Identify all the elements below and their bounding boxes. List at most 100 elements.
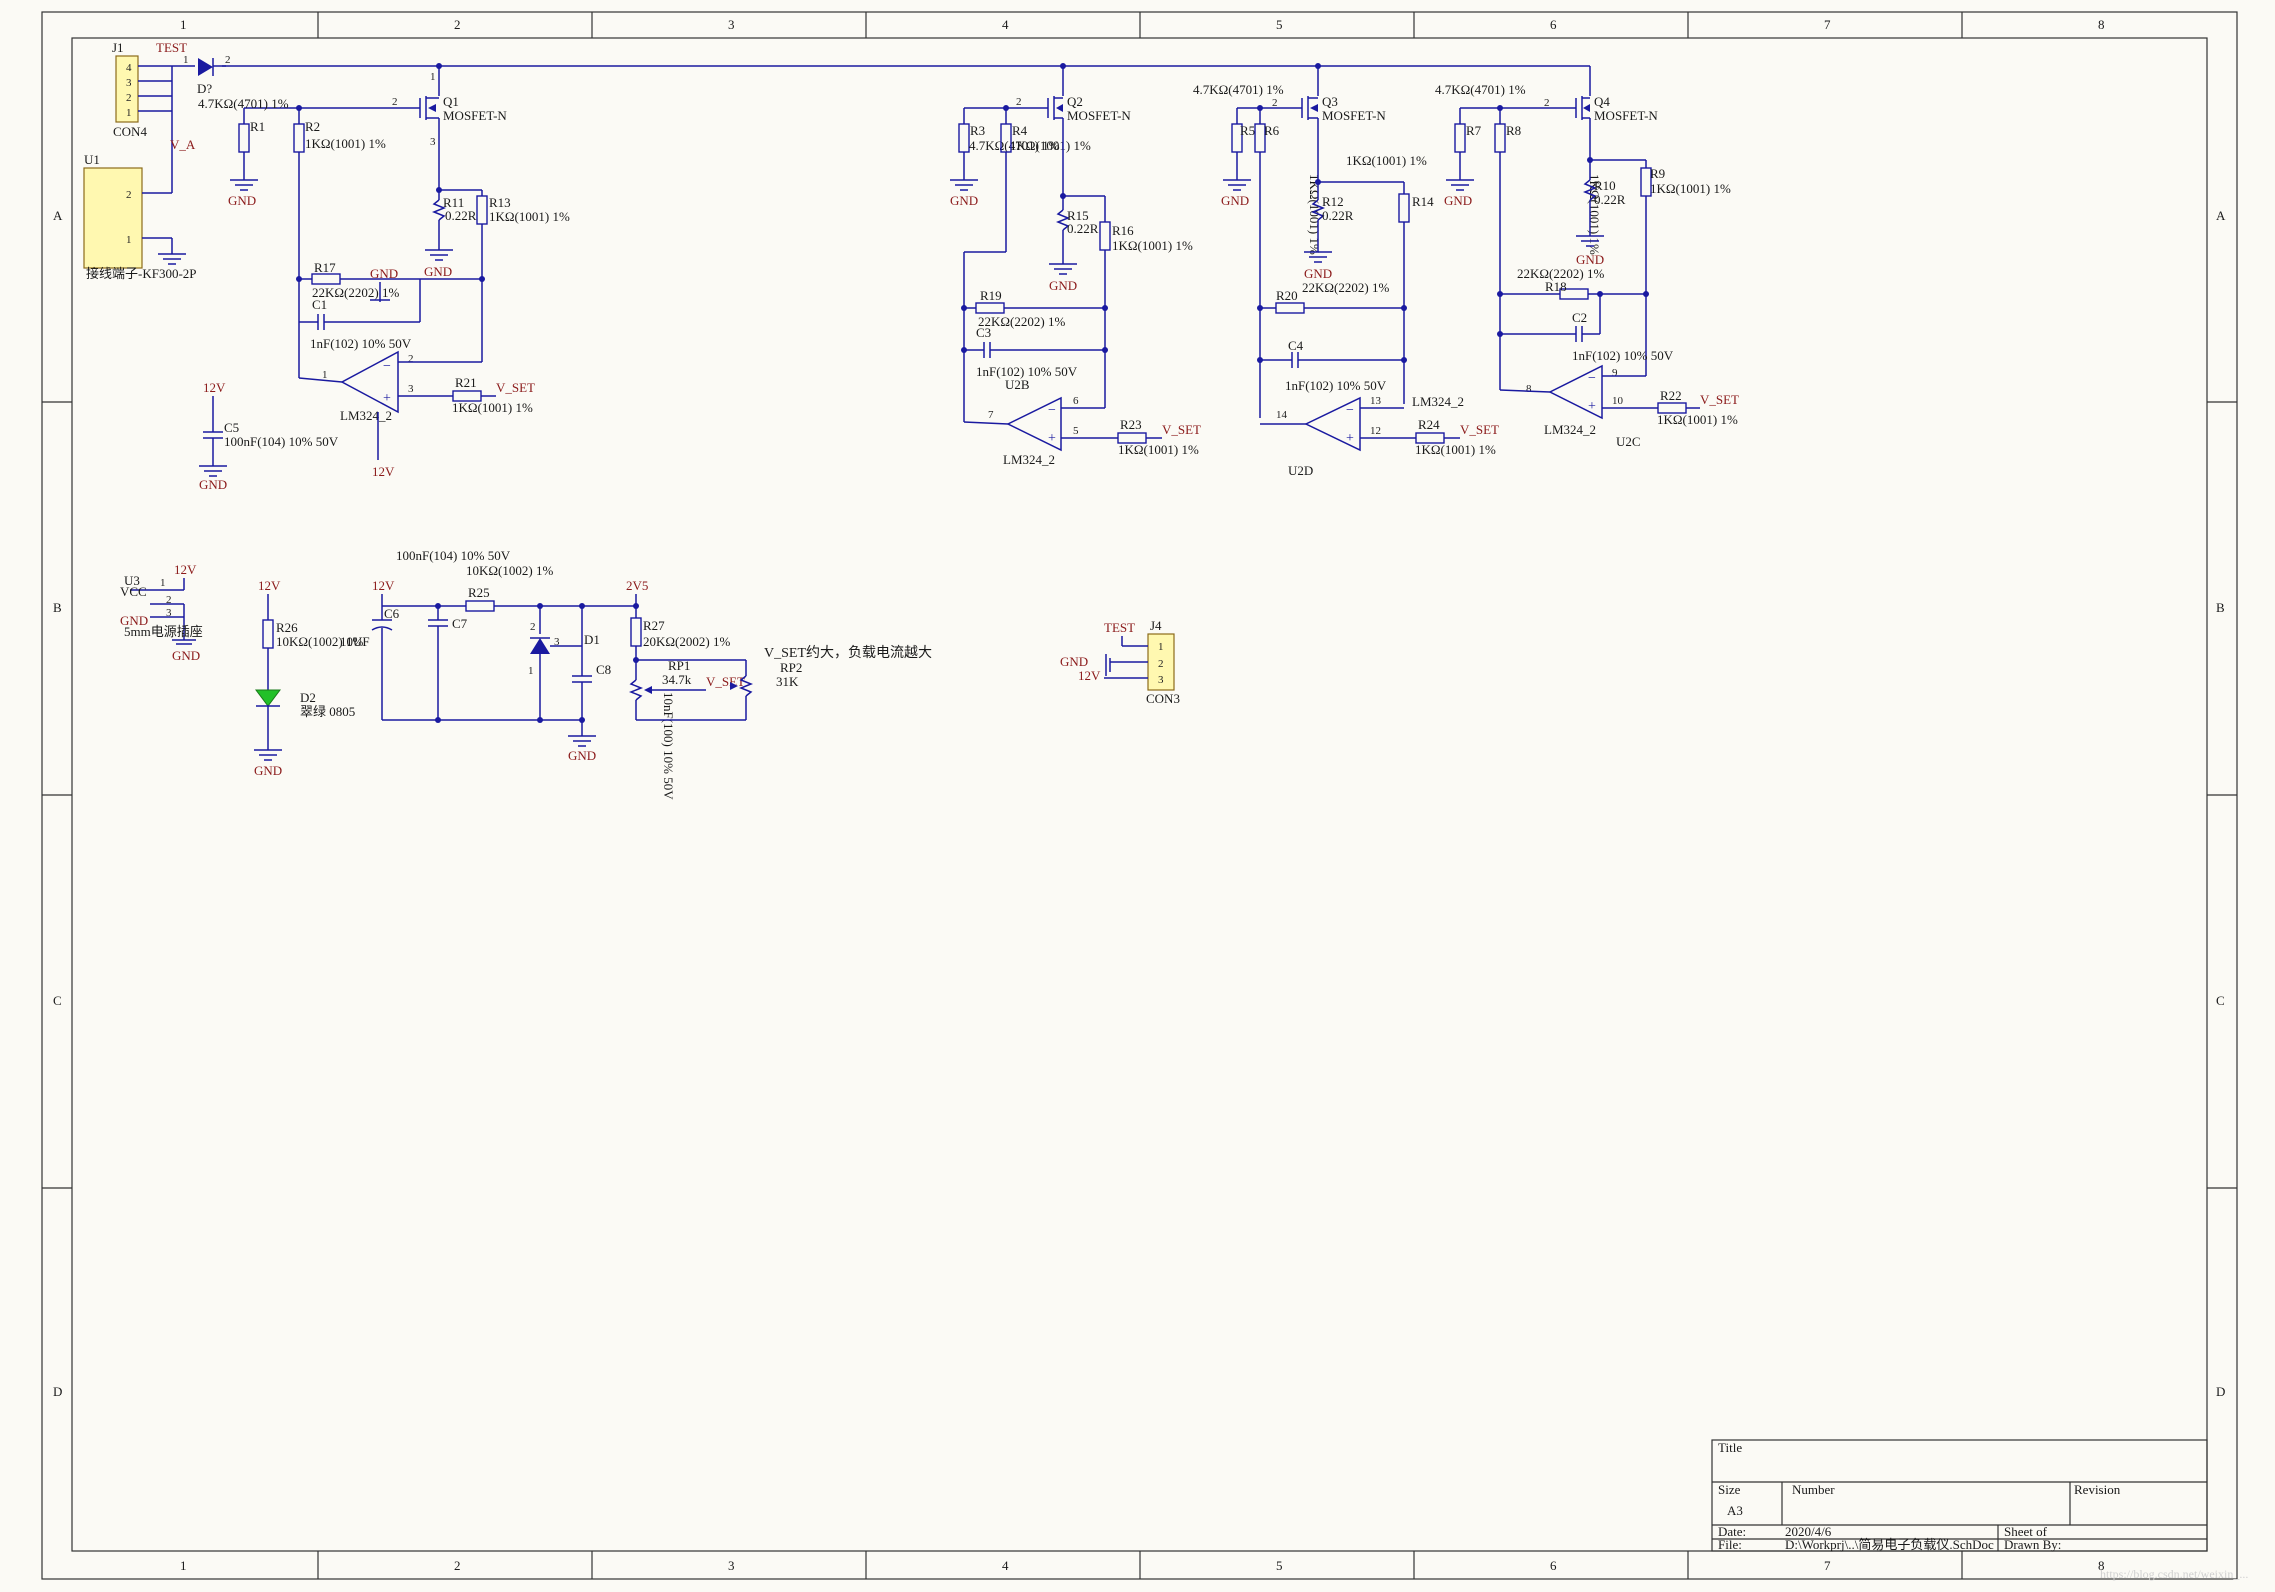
r11-body[interactable]	[431, 199, 447, 221]
svg-text:U2B: U2B	[1005, 377, 1030, 392]
svg-text:C3: C3	[976, 325, 991, 340]
svg-text:1: 1	[430, 71, 436, 83]
svg-text:1KΩ(1001) 1%: 1KΩ(1001) 1%	[1010, 138, 1091, 153]
svg-text:GND: GND	[172, 648, 200, 663]
svg-text:1nF(102) 10% 50V: 1nF(102) 10% 50V	[1285, 378, 1387, 393]
channel-4: 4.7KΩ(4701) 1% GND R7 R8 1KΩ(1001) 1% Q4…	[1435, 66, 1739, 449]
svg-text:R8: R8	[1506, 123, 1521, 138]
rp1-potentiometer[interactable]: RP1 34.7k	[628, 658, 692, 720]
svg-text:Q1: Q1	[443, 94, 459, 109]
svg-text:1nF(102) 10% 50V: 1nF(102) 10% 50V	[1572, 348, 1674, 363]
svg-text:R20: R20	[1276, 288, 1298, 303]
svg-text:GND: GND	[1221, 193, 1249, 208]
diode-top-ref: D?	[197, 81, 212, 96]
svg-text:3: 3	[1158, 674, 1164, 686]
diode-top[interactable]: 1 2 D?	[183, 54, 231, 96]
svg-text:R14: R14	[1412, 194, 1434, 209]
channel-2: GND R3 4.7KΩ(4701) 1% R4 1KΩ(1001) 1% Q2…	[950, 66, 1201, 467]
svg-text:1: 1	[160, 577, 166, 589]
svg-text:34.7k: 34.7k	[662, 672, 692, 687]
u2c-opamp[interactable]: − + LM324_2 U2C 8 9 10	[1526, 364, 1641, 449]
svg-text:2: 2	[530, 621, 536, 633]
u2a-opamp[interactable]: − + LM324_2 1 2 3	[322, 350, 414, 423]
svg-text:V_SET: V_SET	[706, 674, 745, 689]
file-value: D:\Workprj\..\简易电子负载仪.SchDoc	[1785, 1537, 1994, 1552]
svg-text:GND: GND	[120, 613, 148, 628]
j4-connector[interactable]: J4 1 2 3 CON3 TEST GND 12V	[1060, 618, 1180, 706]
col-label: 5	[1276, 1558, 1283, 1573]
svg-text:MOSFET-N: MOSFET-N	[1067, 108, 1131, 123]
u2b-opamp[interactable]: − + U2B LM324_2 7 6 5	[988, 377, 1079, 467]
svg-text:10KΩ(1002) 1%: 10KΩ(1002) 1%	[276, 634, 363, 649]
u1-terminal-block[interactable]: U1 2 1 接线端子-KF300-2P	[83, 152, 197, 281]
r10-body[interactable]	[1582, 179, 1598, 201]
svg-text:GND: GND	[1576, 252, 1604, 267]
svg-text:14: 14	[1276, 409, 1288, 421]
svg-text:3: 3	[408, 383, 414, 395]
svg-text:1: 1	[322, 369, 328, 381]
power-jack-u3[interactable]: U3 12V 1 2 3 VCC GND 5mm电源插座 GND	[120, 562, 203, 663]
svg-text:−: −	[1588, 371, 1596, 386]
svg-text:R2: R2	[305, 119, 320, 134]
svg-text:12V: 12V	[1078, 668, 1101, 683]
svg-text:6: 6	[1073, 395, 1079, 407]
svg-text:TEST: TEST	[1104, 620, 1135, 635]
r15-body[interactable]	[1055, 209, 1071, 231]
svg-text:2V5: 2V5	[626, 578, 648, 593]
j1-connector[interactable]: J1 4 3 2 1 CON4 TEST	[112, 40, 195, 193]
u1-name: 接线端子-KF300-2P	[86, 266, 197, 281]
svg-text:R5: R5	[1240, 123, 1255, 138]
svg-text:R18: R18	[1545, 279, 1567, 294]
svg-text:1KΩ(1001) 1%: 1KΩ(1001) 1%	[1415, 442, 1496, 457]
svg-text:+: +	[1048, 431, 1056, 446]
svg-text:1KΩ(1001) 1%: 1KΩ(1001) 1%	[305, 136, 386, 151]
svg-text:R19: R19	[980, 288, 1002, 303]
svg-text:3: 3	[554, 636, 560, 648]
svg-text:22KΩ(2202) 1%: 22KΩ(2202) 1%	[1302, 280, 1389, 295]
svg-text:LM324_2: LM324_2	[1003, 452, 1055, 467]
col-label: 4	[1002, 17, 1009, 32]
svg-text:R6: R6	[1264, 123, 1280, 138]
q4-mosfet[interactable]: Q4 MOSFET-N 2	[1544, 66, 1658, 123]
svg-text:8: 8	[1526, 383, 1532, 395]
svg-text:4: 4	[126, 62, 132, 74]
column-labels-bottom: 1 2 3 4 5 6 7 8	[180, 1558, 2105, 1573]
svg-text:MOSFET-N: MOSFET-N	[1594, 108, 1658, 123]
u2d-opamp[interactable]: − + LM324_2 U2D 14 13 12	[1276, 394, 1464, 478]
row-label: A	[53, 208, 63, 223]
svg-text:+: +	[1588, 399, 1596, 414]
svg-text:2: 2	[1544, 97, 1550, 109]
svg-text:GND: GND	[199, 477, 227, 492]
svg-text:GND: GND	[1304, 266, 1332, 281]
watermark: https://blog.csdn.net/weixin_...	[2100, 1567, 2248, 1581]
svg-text:GND: GND	[1060, 654, 1088, 669]
row-label: C	[2216, 993, 2225, 1008]
svg-text:10nF(100) 10% 50V: 10nF(100) 10% 50V	[661, 692, 676, 800]
svg-text:R23: R23	[1120, 417, 1142, 432]
r12-body[interactable]	[1310, 199, 1326, 221]
q1-mosfet[interactable]: Q1 MOSFET-N 2 1 3	[392, 66, 507, 148]
led-indicator-d2[interactable]: 12V R26 10KΩ(1002) 1% D2 翠绿 0805 GND	[254, 578, 363, 778]
svg-text:7: 7	[988, 409, 994, 421]
q3-mosfet[interactable]: Q3 MOSFET-N 2	[1272, 66, 1386, 123]
row-label: D	[53, 1384, 62, 1399]
svg-text:9: 9	[1612, 367, 1618, 379]
svg-text:GND: GND	[1049, 278, 1077, 293]
svg-text:1KΩ(1001) 1%: 1KΩ(1001) 1%	[1118, 442, 1199, 457]
title-label: Title	[1718, 1440, 1742, 1455]
svg-text:C5: C5	[224, 420, 239, 435]
col-label: 5	[1276, 17, 1283, 32]
svg-text:RP1: RP1	[668, 658, 690, 673]
q2-mosfet[interactable]: Q2 MOSFET-N 2	[1016, 66, 1131, 123]
svg-text:C6: C6	[384, 606, 400, 621]
rp2-potentiometer[interactable]: RP2 31K	[730, 660, 802, 720]
svg-text:−: −	[1048, 403, 1056, 418]
svg-text:12V: 12V	[372, 578, 395, 593]
svg-text:C7: C7	[452, 616, 468, 631]
svg-text:2: 2	[1158, 658, 1164, 670]
svg-text:+: +	[383, 391, 391, 406]
svg-text:1nF(102) 10% 50V: 1nF(102) 10% 50V	[310, 336, 412, 351]
svg-text:U2D: U2D	[1288, 463, 1313, 478]
number-label: Number	[1792, 1482, 1835, 1497]
